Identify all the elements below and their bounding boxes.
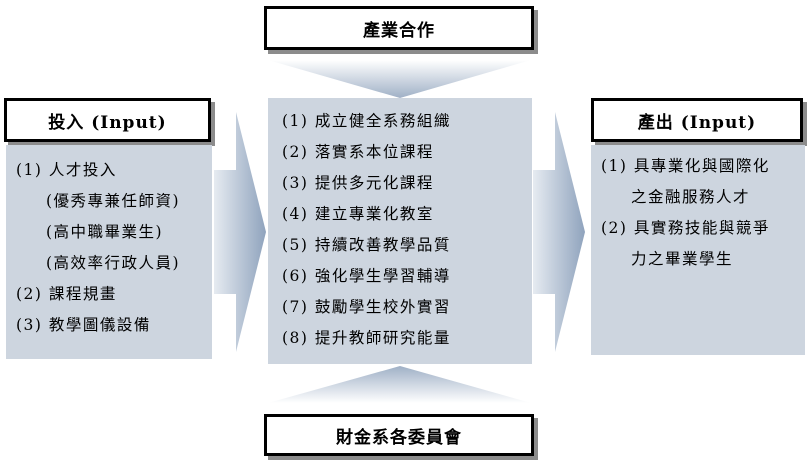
strategy-panel: (1) 成立健全系務組織 (2) 落實系本位課程 (3) 提供多元化課程 (4)… bbox=[268, 98, 532, 364]
list-item: (4) 建立專業化教室 bbox=[282, 205, 434, 223]
list-item: (7) 鼓勵學生校外實習 bbox=[282, 298, 451, 316]
input-title-box: 投入 (Input) bbox=[4, 98, 211, 142]
input-panel: (1) 人才投入 (優秀專兼任師資) (高中職畢業生) (高效率行政人員) (2… bbox=[6, 145, 212, 359]
list-item: (8) 提升教師研究能量 bbox=[282, 329, 451, 347]
output-panel: (1) 具專業化與國際化 之金融服務人才 (2) 具實務技能與競爭 力之畢業學生 bbox=[591, 145, 805, 355]
committees-title: 財金系各委員會 bbox=[336, 427, 462, 448]
list-item: (2) 課程規畫 bbox=[16, 285, 117, 303]
strategy-list: (1) 成立健全系務組織 (2) 落實系本位課程 (3) 提供多元化課程 (4)… bbox=[282, 106, 532, 354]
list-item: (5) 持續改善教學品質 bbox=[282, 236, 451, 254]
list-item: (高效率行政人員) bbox=[46, 254, 181, 272]
list-item: (高中職畢業生) bbox=[46, 223, 164, 241]
industry-cooperation-title: 產業合作 bbox=[363, 20, 435, 41]
industry-cooperation-box: 產業合作 bbox=[264, 6, 534, 50]
list-item: (1) 人才投入 bbox=[16, 161, 117, 179]
list-item: (2) 具實務技能與競爭 bbox=[601, 219, 770, 237]
output-title: 產出 (Input) bbox=[637, 112, 757, 133]
committees-box: 財金系各委員會 bbox=[264, 414, 534, 456]
input-list: (1) 人才投入 (優秀專兼任師資) (高中職畢業生) (高效率行政人員) (2… bbox=[16, 155, 212, 341]
list-item: (3) 教學圖儀設備 bbox=[16, 316, 151, 334]
list-item: 力之畢業學生 bbox=[631, 250, 734, 268]
output-title-box: 產出 (Input) bbox=[591, 98, 803, 142]
output-list: (1) 具專業化與國際化 之金融服務人才 (2) 具實務技能與競爭 力之畢業學生 bbox=[601, 151, 805, 275]
list-item: (1) 具專業化與國際化 bbox=[601, 157, 770, 175]
list-item: (3) 提供多元化課程 bbox=[282, 174, 434, 192]
input-title: 投入 (Input) bbox=[48, 112, 167, 133]
list-item: (優秀專兼任師資) bbox=[46, 192, 181, 210]
list-item: (1) 成立健全系務組織 bbox=[282, 112, 451, 130]
list-item: (2) 落實系本位課程 bbox=[282, 143, 434, 161]
list-item: (6) 強化學生學習輔導 bbox=[282, 267, 451, 285]
list-item: 之金融服務人才 bbox=[631, 188, 751, 206]
